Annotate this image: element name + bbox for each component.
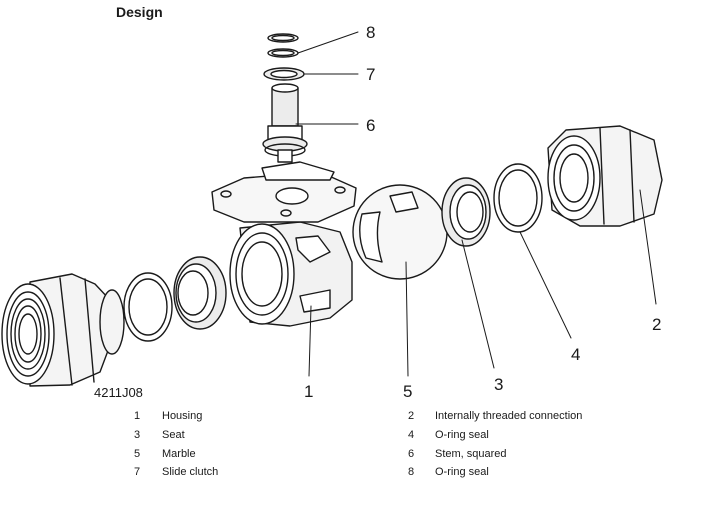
- stem: [262, 83, 308, 163]
- legend-label: Seat: [162, 429, 185, 441]
- legend-label: Slide clutch: [162, 466, 219, 478]
- slide-clutch: [263, 67, 305, 81]
- leader-lines: [295, 31, 657, 377]
- legend-label: O-ring seal: [435, 429, 489, 441]
- left-o-ring: [123, 272, 173, 342]
- right-threaded-connection: [547, 125, 663, 227]
- legend-label: Housing: [162, 410, 203, 422]
- legend-label: Internally threaded connection: [435, 410, 583, 422]
- right-o-ring: [493, 163, 543, 233]
- callout-5: 5: [403, 382, 412, 401]
- legend-number: 7: [134, 466, 141, 478]
- legend-number: 4: [408, 429, 415, 441]
- callout-8: 8: [366, 23, 375, 42]
- legend-number: 8: [408, 466, 415, 478]
- housing: [211, 161, 357, 327]
- callout-4: 4: [571, 345, 580, 364]
- right-seat: [441, 177, 491, 247]
- legend-number: 3: [134, 429, 141, 441]
- figure-code: 4211J08: [94, 385, 143, 400]
- legend-number: 2: [408, 410, 415, 422]
- callout-6: 6: [366, 116, 375, 135]
- legend-number: 6: [408, 448, 415, 460]
- page-title: Design: [116, 4, 163, 20]
- left-threaded-connection: [1, 273, 125, 387]
- legend-label: Stem, squared: [435, 448, 507, 460]
- legend-label: Marble: [162, 448, 196, 460]
- legend-number: 5: [134, 448, 141, 460]
- stem-o-rings: [267, 33, 299, 58]
- callout-1: 1: [304, 382, 313, 401]
- marble-ball: [352, 184, 448, 280]
- legend-label: O-ring seal: [435, 466, 489, 478]
- callout-3: 3: [494, 375, 503, 394]
- callout-7: 7: [366, 65, 375, 84]
- left-seat: [173, 256, 227, 330]
- legend-number: 1: [134, 410, 141, 422]
- callout-2: 2: [652, 315, 661, 334]
